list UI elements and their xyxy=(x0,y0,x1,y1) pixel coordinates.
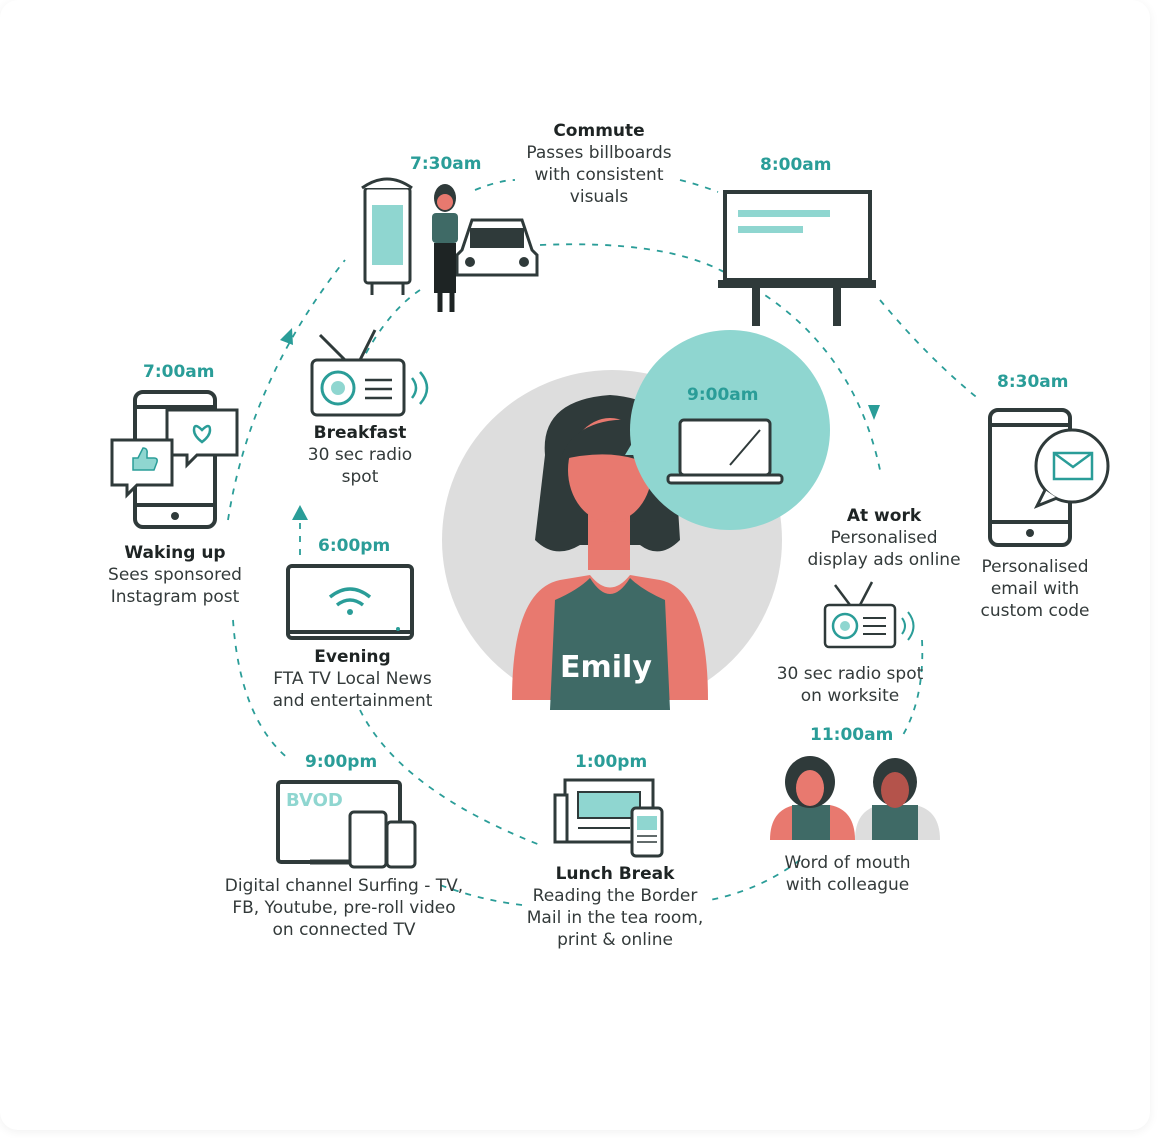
laptop-icon xyxy=(666,418,784,485)
path-arrows xyxy=(280,328,880,520)
stop-lunch: Lunch Break Reading the Border Mail in t… xyxy=(520,863,710,951)
stop-title: Evening xyxy=(314,647,391,667)
stop-desc: FTA TV Local News and entertainment xyxy=(272,669,433,711)
phone-email-icon xyxy=(988,408,1110,547)
time-commute: 7:30am xyxy=(410,154,482,174)
time-email: 8:30am xyxy=(997,372,1069,392)
time-work: 9:00am xyxy=(687,385,759,405)
radio-icon xyxy=(823,581,915,649)
tv-wifi-icon xyxy=(286,564,414,640)
radio-icon xyxy=(310,329,429,417)
billboard-icon xyxy=(718,190,876,326)
stop-desc: Personalised email with custom code xyxy=(980,557,1090,621)
stop-work-radio: 30 sec radio spot on worksite xyxy=(770,663,930,707)
stop-title: At work xyxy=(846,506,922,526)
time-colleague: 11:00am xyxy=(810,725,894,745)
stop-title: Commute xyxy=(553,121,645,141)
newspaper-icon xyxy=(553,778,664,858)
stop-desc: Digital channel Surfing - TV, FB, Youtub… xyxy=(224,876,464,940)
stop-desc: Word of mouth with colleague xyxy=(784,853,911,895)
stop-work: At work Personalised display ads online xyxy=(800,505,968,571)
bvod-screen-text: BVOD xyxy=(286,790,343,811)
stop-desc: Sees sponsored Instagram post xyxy=(108,565,242,607)
stop-colleague: Word of mouth with colleague xyxy=(770,852,925,896)
devices-icon xyxy=(276,780,417,869)
time-waking: 7:00am xyxy=(143,362,215,382)
stop-waking: Waking up Sees sponsored Instagram post xyxy=(100,542,250,608)
stop-commute: Commute Passes billboards with consisten… xyxy=(515,120,683,208)
time-evening: 6:00pm xyxy=(318,536,391,556)
time-lunch: 1:00pm xyxy=(575,752,648,772)
bus-stop-car-icon xyxy=(361,177,539,312)
journey-paths xyxy=(227,179,981,906)
stop-desc: Personalised display ads online xyxy=(807,528,961,570)
stop-desc: 30 sec radio spot on worksite xyxy=(776,664,924,706)
stop-email: Personalised email with custom code xyxy=(970,556,1100,622)
stop-breakfast: Breakfast 30 sec radio spot xyxy=(290,422,430,488)
persona-name: Emily xyxy=(560,650,652,685)
stop-evening: Evening FTA TV Local News and entertainm… xyxy=(265,646,440,712)
laptop-bubble xyxy=(625,330,830,530)
stop-desc: Reading the Border Mail in the tea room,… xyxy=(526,886,704,950)
stop-desc: Passes billboards with consistent visual… xyxy=(526,143,672,207)
colleagues-icon xyxy=(770,756,940,840)
time-billboard: 8:00am xyxy=(760,155,832,175)
stop-title: Waking up xyxy=(124,543,226,563)
stop-bvod: Digital channel Surfing - TV, FB, Youtub… xyxy=(220,875,468,941)
time-bvod: 9:00pm xyxy=(305,752,378,772)
stop-title: Breakfast xyxy=(313,423,407,443)
stop-desc: 30 sec radio spot xyxy=(307,445,413,487)
stop-title: Lunch Break xyxy=(555,864,675,884)
phone-social-icon xyxy=(110,390,239,529)
